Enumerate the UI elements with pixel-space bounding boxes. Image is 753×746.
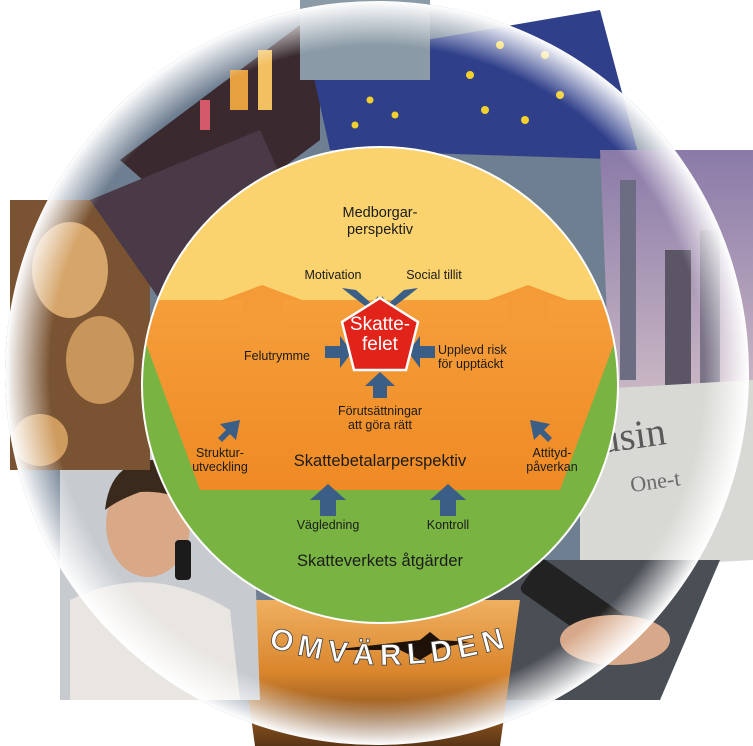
scope-arrow-icon bbox=[325, 336, 352, 368]
control-label: Kontroll bbox=[426, 518, 470, 532]
attitude-arrow-icon bbox=[530, 420, 552, 442]
citizen-perspective-label: Medborgar- perspektiv bbox=[342, 205, 418, 238]
scope-for-error-label: Felutrymme bbox=[244, 349, 310, 363]
measure-arrows bbox=[218, 420, 552, 516]
perceived-risk-label: Upplevd risk för upptäckt bbox=[438, 343, 507, 372]
structural-arrow-icon bbox=[218, 420, 240, 442]
guidance-label: Vägledning bbox=[296, 518, 360, 532]
attitude-label: Attityd- påverkan bbox=[526, 446, 578, 475]
guidance-arrow-icon bbox=[310, 484, 346, 516]
inner-circle-outline bbox=[141, 146, 619, 624]
prerequisites-arrow-icon bbox=[365, 372, 395, 398]
risk-arrow-icon bbox=[408, 336, 435, 368]
up-arrow-right-icon bbox=[488, 285, 568, 330]
structural-label: Struktur- utveckling bbox=[192, 446, 248, 475]
control-arrow-icon bbox=[430, 484, 466, 516]
prerequisites-label: Förutsättningar att göra rätt bbox=[337, 404, 423, 433]
taxpayer-perspective-label: Skattebetalarperspektiv bbox=[293, 452, 467, 470]
agency-measures-label: Skatteverkets åtgärder bbox=[297, 552, 463, 570]
core-label: Skatte- felet bbox=[349, 314, 411, 355]
motivation-label: Motivation bbox=[304, 268, 362, 282]
tax-gap-core bbox=[340, 296, 420, 372]
up-arrow-left-icon bbox=[222, 285, 302, 330]
social-trust-label: Social tillit bbox=[406, 268, 462, 282]
